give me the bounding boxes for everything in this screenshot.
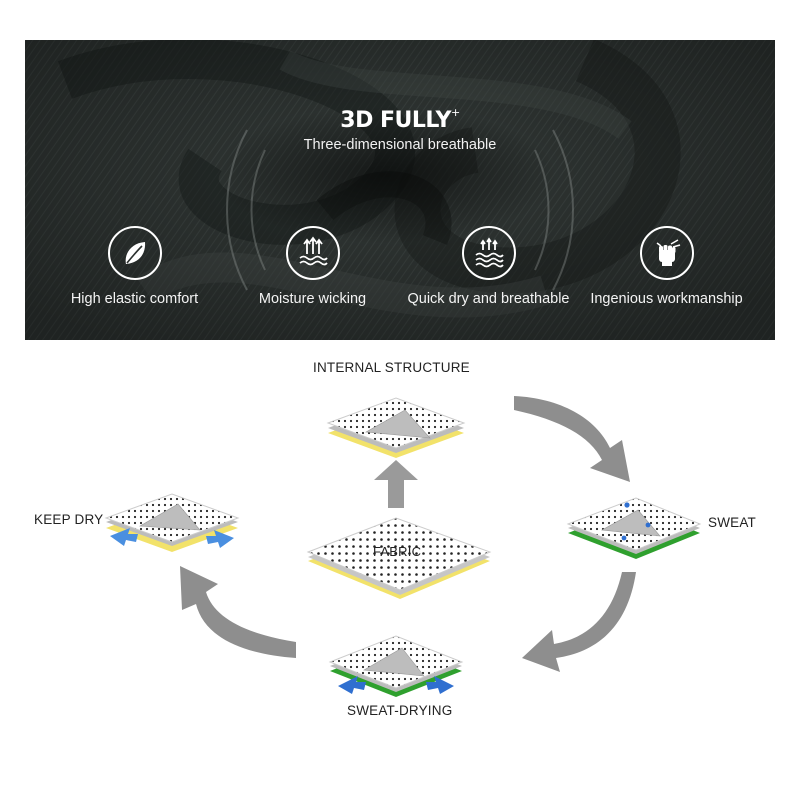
sweat-drop-icon [624,502,630,508]
sweat-sample [566,497,702,559]
fabric-cycle-diagram: INTERNAL STRUCTURE SWEAT SWEAT-DRYING KE… [0,340,800,800]
feature-label: Moisture wicking [258,291,367,307]
blue-arrow-icon [110,528,138,546]
fist-icon [639,226,694,280]
stage-label-sweat-drying: SWEAT-DRYING [347,703,453,718]
headline: 3D FULLY+ [25,106,775,133]
arrow-bottom-left [180,566,296,658]
sweat-drying-sample [328,635,464,697]
quick-dry-icon [461,226,516,280]
feature-quick-dry: Quick dry and breathable [395,226,582,307]
feature-label: High elastic comfort [70,291,199,307]
stage-label-sweat: SWEAT [708,515,756,530]
feature-ingenious-workmanship: Ingenious workmanship [573,226,760,307]
fabric-texture-background [25,40,775,340]
sweat-drop-icon [645,522,651,528]
sweat-drop-icon [621,535,627,541]
headline-mark: + [450,106,460,119]
moisture-wicking-icon [285,226,340,280]
feature-label: Ingenious workmanship [590,291,743,307]
headline-text: 3D FULLY [340,108,451,133]
internal-structure-sample [326,397,466,458]
feature-high-elastic-comfort: High elastic comfort [41,226,228,307]
stage-label-keep-dry: KEEP DRY [34,512,104,527]
blue-arrow-icon [338,676,366,694]
stage-label-internal-structure: INTERNAL STRUCTURE [313,360,470,375]
arrow-top-right [514,396,630,482]
diagram-graphics [104,396,702,697]
keep-dry-sample [104,493,240,552]
blue-arrow-icon [206,530,234,548]
leaf-icon [107,226,162,280]
feature-label: Quick dry and breathable [407,291,570,307]
subheadline: Three-dimensional breathable [303,137,497,153]
cycle-arrows [180,396,636,672]
arrow-up [374,460,418,508]
fabric-sample [306,517,492,599]
arrow-bottom-right [522,572,636,672]
blue-arrow-icon [426,676,454,694]
center-label-fabric: FABRIC [373,544,422,559]
feature-moisture-wicking: Moisture wicking [219,226,406,307]
fabric-banner: 3D FULLY+ Three-dimensional breathable H… [25,40,775,340]
